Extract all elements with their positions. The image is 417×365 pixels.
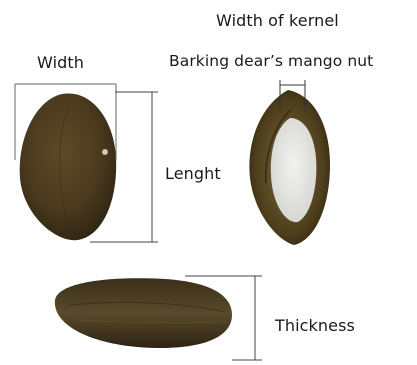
thickness-label: Thickness bbox=[275, 316, 355, 336]
species-label: Barking dear’s mango nut bbox=[169, 51, 373, 71]
length-label: Lenght bbox=[165, 164, 221, 184]
cut-seed-kernel bbox=[249, 90, 330, 245]
whole-seed-front bbox=[20, 93, 117, 240]
kernel-width-label: Width of kernel bbox=[216, 11, 339, 31]
seed-side-view bbox=[55, 278, 232, 348]
width-label: Width bbox=[37, 53, 84, 73]
